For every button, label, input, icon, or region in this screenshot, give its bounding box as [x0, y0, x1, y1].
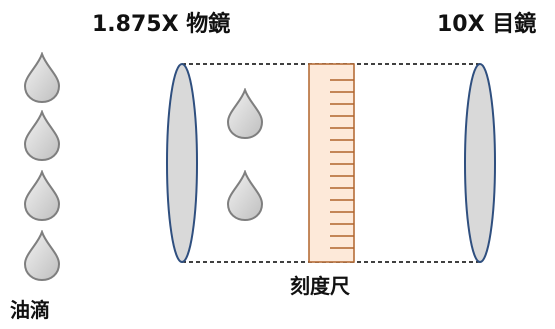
oil-drop-icon: [227, 171, 263, 221]
oil-drop-icon: [227, 89, 263, 139]
scale-ticks: [330, 79, 354, 249]
objective-lens: [166, 63, 198, 263]
oil-drop-icon: [24, 53, 60, 103]
oil-drop-label: 油滴: [10, 298, 50, 322]
oil-drop-icon: [24, 111, 60, 161]
eyepiece-lens-label: 10X 目鏡: [437, 12, 537, 37]
oil-drop-icon: [24, 231, 60, 281]
eyepiece-lens: [464, 63, 496, 263]
scale-reticle: [308, 63, 355, 263]
scale-label: 刻度尺: [290, 274, 350, 298]
objective-lens-label: 1.875X 物鏡: [92, 12, 231, 37]
oil-drop-icon: [24, 171, 60, 221]
